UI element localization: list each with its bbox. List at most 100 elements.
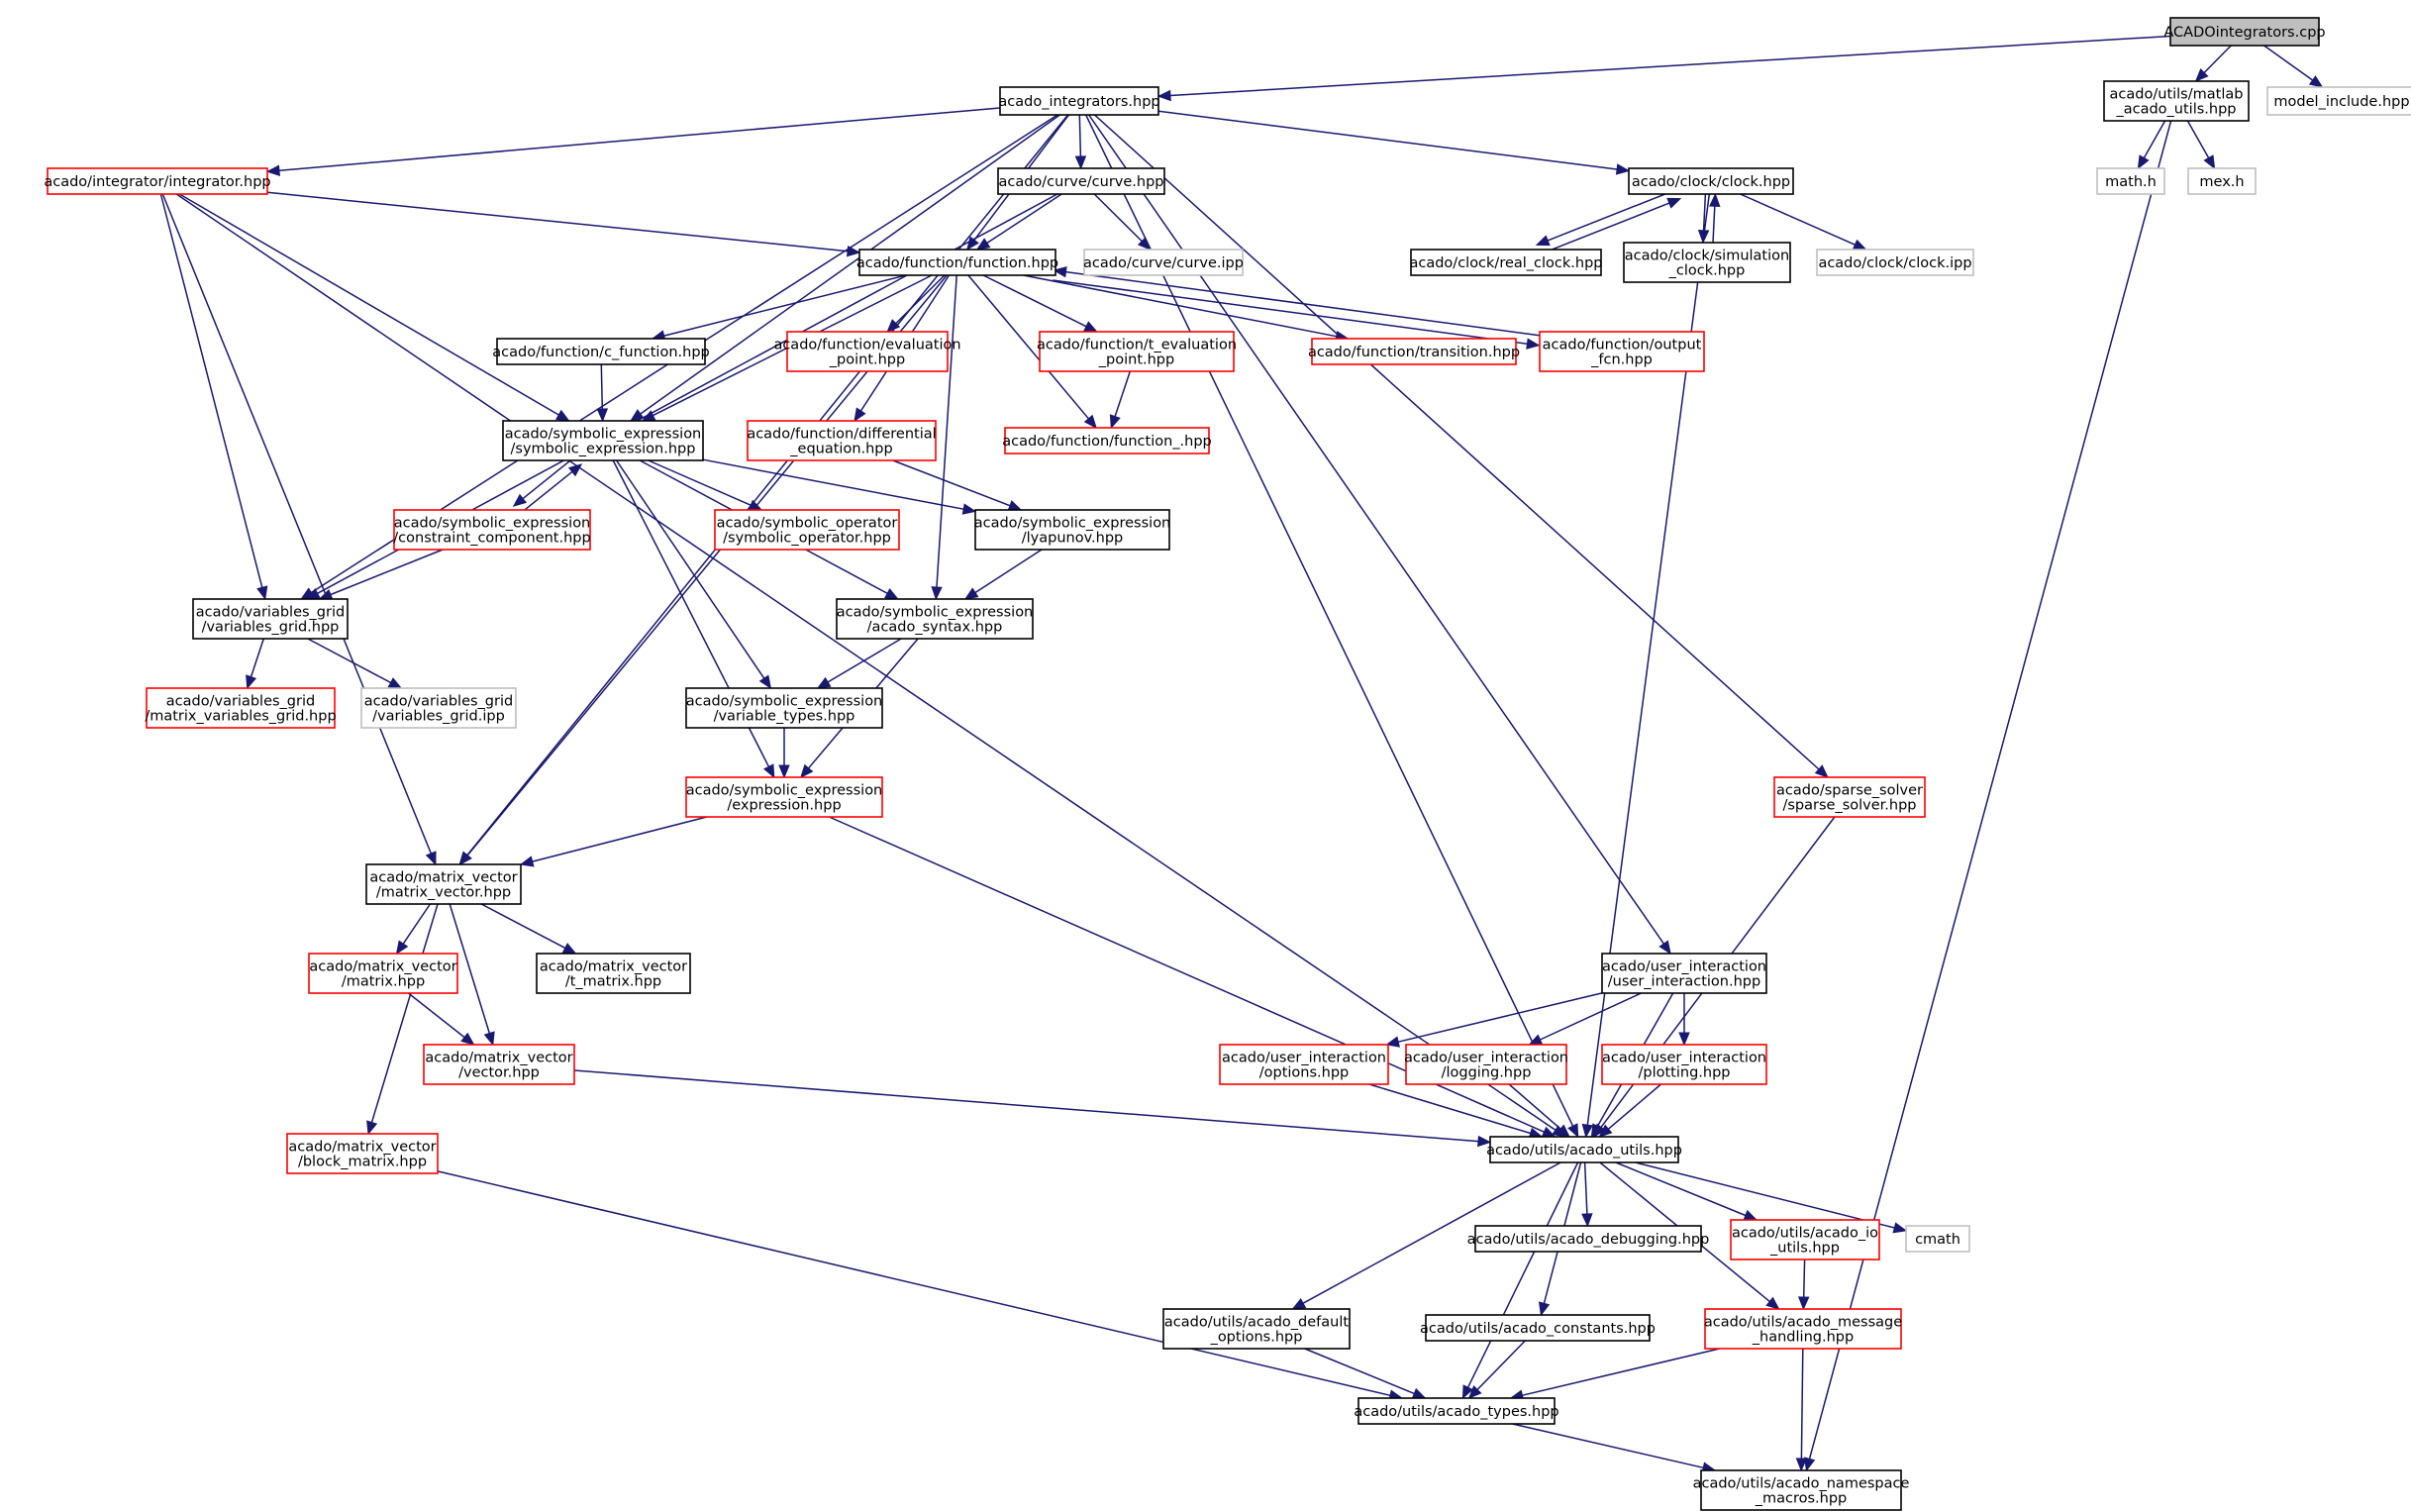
node-clock-ipp[interactable]: acado/clock/clock.ipp	[1816, 249, 1974, 276]
node-sparse-solver[interactable]: acado/sparse_solver/sparse_solver.hpp	[1773, 776, 1926, 818]
node-label-line: acado/function/evaluation	[773, 338, 960, 353]
edge-line	[1169, 35, 2171, 97]
node-default-options[interactable]: acado/utils/acado_default_options.hpp	[1162, 1308, 1351, 1350]
node-matrix-vector[interactable]: acado/matrix_vector/matrix_vector.hpp	[365, 863, 522, 905]
edge-matrix_vector-to-t_matrix	[480, 903, 577, 955]
node-label-line: math.h	[2105, 174, 2157, 190]
node-matrix[interactable]: acado/matrix_vector/matrix.hpp	[308, 953, 458, 994]
node-debugging[interactable]: acado/utils/acado_debugging.hpp	[1467, 1225, 1710, 1253]
node-acado-types[interactable]: acado/utils/acado_types.hpp	[1354, 1397, 1559, 1425]
node-matlab-utils[interactable]: acado/utils/matlab_acado_utils.hpp	[2103, 80, 2250, 122]
edge-user_interaction-to-options	[1385, 992, 1603, 1048]
edge-line	[1540, 202, 1670, 255]
node-function-[interactable]: acado/function/function_.hpp	[1002, 427, 1212, 454]
node-expression[interactable]: acado/symbolic_expression/expression.hpp	[685, 776, 883, 818]
edge-user_interaction-to-logging	[1528, 992, 1642, 1046]
node-label-line: acado/utils/acado_io	[1732, 1226, 1878, 1242]
node-user-interaction[interactable]: acado/user_interaction/user_interaction.…	[1601, 953, 1767, 994]
edge-acado_utils-to-cmath	[1635, 1161, 1908, 1234]
node-integrator[interactable]: acado/integrator/integrator.hpp	[44, 167, 271, 195]
node-mex-h[interactable]: mex.h	[2187, 167, 2257, 195]
node-box	[146, 687, 336, 729]
node-c-function[interactable]: acado/function/c_function.hpp	[492, 338, 710, 365]
node-label-line: _acado_utils.hpp	[2115, 102, 2236, 118]
edge-line	[1368, 1083, 1531, 1135]
arrowhead-icon	[2137, 154, 2150, 170]
node-curve-ipp[interactable]: acado/curve/curve.ipp	[1083, 249, 1244, 276]
arrowhead-icon	[886, 319, 901, 333]
node-label-line: acado/symbolic_expression	[974, 516, 1171, 532]
node-logging[interactable]: acado/user_interaction/logging.hpp	[1404, 1044, 1568, 1085]
node-label-line: acado/utils/acado_types.hpp	[1354, 1404, 1558, 1420]
node-model-include[interactable]: model_include.hpp	[2266, 86, 2411, 116]
edge-matrix_vector-to-vector	[449, 903, 495, 1047]
node-box	[1539, 331, 1705, 372]
edge-line	[702, 458, 964, 510]
node-label-line: _point.hpp	[1098, 353, 1174, 368]
edge-real_clock-to-clock	[1540, 197, 1682, 255]
node-output-fcn[interactable]: acado/function/output_fcn.hpp	[1539, 331, 1705, 372]
node-label-line: _macros.hpp	[1755, 1491, 1848, 1507]
node-var-grid[interactable]: acado/variables_grid/variables_grid.hpp	[192, 598, 349, 640]
edge-plotting-to-acado_utils	[1598, 1083, 1661, 1138]
node-namespace-macros[interactable]: acado/utils/acado_namespace_macros.hpp	[1693, 1469, 1910, 1511]
node-box	[1219, 1044, 1389, 1085]
node-function[interactable]: acado/function/function.hpp	[856, 249, 1058, 276]
node-acado-syntax[interactable]: acado/symbolic_expression/acado_syntax.h…	[836, 598, 1034, 640]
node-transition[interactable]: acado/function/transition.hpp	[1308, 338, 1520, 365]
node-box	[1083, 249, 1244, 276]
node-diff-eq[interactable]: acado/function/differential_equation.hpp	[747, 420, 937, 461]
node-box	[1628, 167, 1794, 195]
node-label-line: acado/variables_grid	[166, 694, 315, 710]
edge-constraint_comp-to-sym_expr	[519, 463, 583, 515]
node-block-matrix[interactable]: acado/matrix_vector/block_matrix.hpp	[286, 1133, 439, 1174]
node-real-clock[interactable]: acado/clock/real_clock.hpp	[1409, 249, 1603, 276]
node-sym-operator[interactable]: acado/symbolic_operator/symbolic_operato…	[714, 509, 900, 551]
node-vector[interactable]: acado/matrix_vector/vector.hpp	[423, 1044, 575, 1085]
node-label-line: acado/symbolic_expression	[686, 694, 883, 710]
node-math-h[interactable]: math.h	[2096, 167, 2165, 195]
node-label-line: acado/function/function.hpp	[856, 255, 1058, 271]
edge-integrators-to-sym_expr	[629, 114, 1060, 422]
node-label-line: acado/user_interaction	[1602, 959, 1766, 975]
node-io-utils[interactable]: acado/utils/acado_io_utils.hpp	[1730, 1219, 1880, 1260]
edge-line	[1053, 279, 1528, 345]
node-label-line: acado/matrix_vector	[425, 1051, 572, 1066]
arrowhead-icon	[931, 586, 943, 601]
node-label-line: acado/utils/acado_constants.hpp	[1420, 1321, 1656, 1337]
edge-clock-to-clock_ipp	[1740, 193, 1867, 251]
node-sim-clock[interactable]: acado/clock/simulation_clock.hpp	[1623, 242, 1791, 283]
node-plotting[interactable]: acado/user_interaction/plotting.hpp	[1601, 1044, 1767, 1085]
node-sym-expr[interactable]: acado/symbolic_expression/symbolic_expre…	[502, 420, 704, 461]
node-eval-point[interactable]: acado/function/evaluation_point.hpp	[773, 331, 961, 372]
arrowhead-icon	[883, 588, 899, 600]
arrowhead-icon	[596, 408, 609, 423]
node-label-line: acado/utils/matlab	[2110, 87, 2244, 103]
edge-line	[449, 903, 491, 1034]
node-label-line: acado/utils/acado_debugging.hpp	[1467, 1232, 1710, 1248]
node-cmath[interactable]: cmath	[1905, 1225, 1970, 1253]
edge-line	[1540, 992, 1642, 1041]
edge-constants-to-acado_types	[1467, 1340, 1526, 1399]
node-clock[interactable]: acado/clock/clock.hpp	[1628, 167, 1794, 195]
node-constants[interactable]: acado/utils/acado_constants.hpp	[1420, 1314, 1656, 1342]
edge-line	[986, 193, 1062, 245]
node-lyapunov[interactable]: acado/symbolic_expression/lyapunov.hpp	[974, 509, 1171, 551]
edge-expression-to-acado_utils	[829, 816, 1557, 1138]
node-t-matrix[interactable]: acado/matrix_vector/t_matrix.hpp	[536, 953, 691, 994]
node-curve[interactable]: acado/curve/curve.hpp	[997, 167, 1165, 195]
edge-line	[278, 107, 1001, 172]
node-t-eval-point[interactable]: acado/function/t_evaluation_point.hpp	[1037, 331, 1237, 372]
node-constraint-comp[interactable]: acado/symbolic_expression/constraint_com…	[393, 509, 591, 551]
node-var-grid-ipp[interactable]: acado/variables_grid/variables_grid.ipp	[360, 687, 517, 729]
node-options[interactable]: acado/user_interaction/options.hpp	[1219, 1044, 1389, 1085]
edge-line	[1466, 1161, 1579, 1388]
node-root[interactable]: ACADOintegrators.cpp	[2163, 17, 2326, 47]
node-acado-utils[interactable]: acado/utils/acado_utils.hpp	[1486, 1136, 1682, 1163]
node-matrix-var-grid[interactable]: acado/variables_grid/matrix_variables_gr…	[145, 687, 337, 729]
node-integrators[interactable]: acado_integrators.hpp	[998, 86, 1160, 116]
edge-vector-to-acado_utils	[573, 1069, 1492, 1148]
node-message-handling[interactable]: acado/utils/acado_message_handling.hpp	[1704, 1308, 1902, 1350]
node-var-types[interactable]: acado/symbolic_expression/variable_types…	[685, 687, 883, 729]
